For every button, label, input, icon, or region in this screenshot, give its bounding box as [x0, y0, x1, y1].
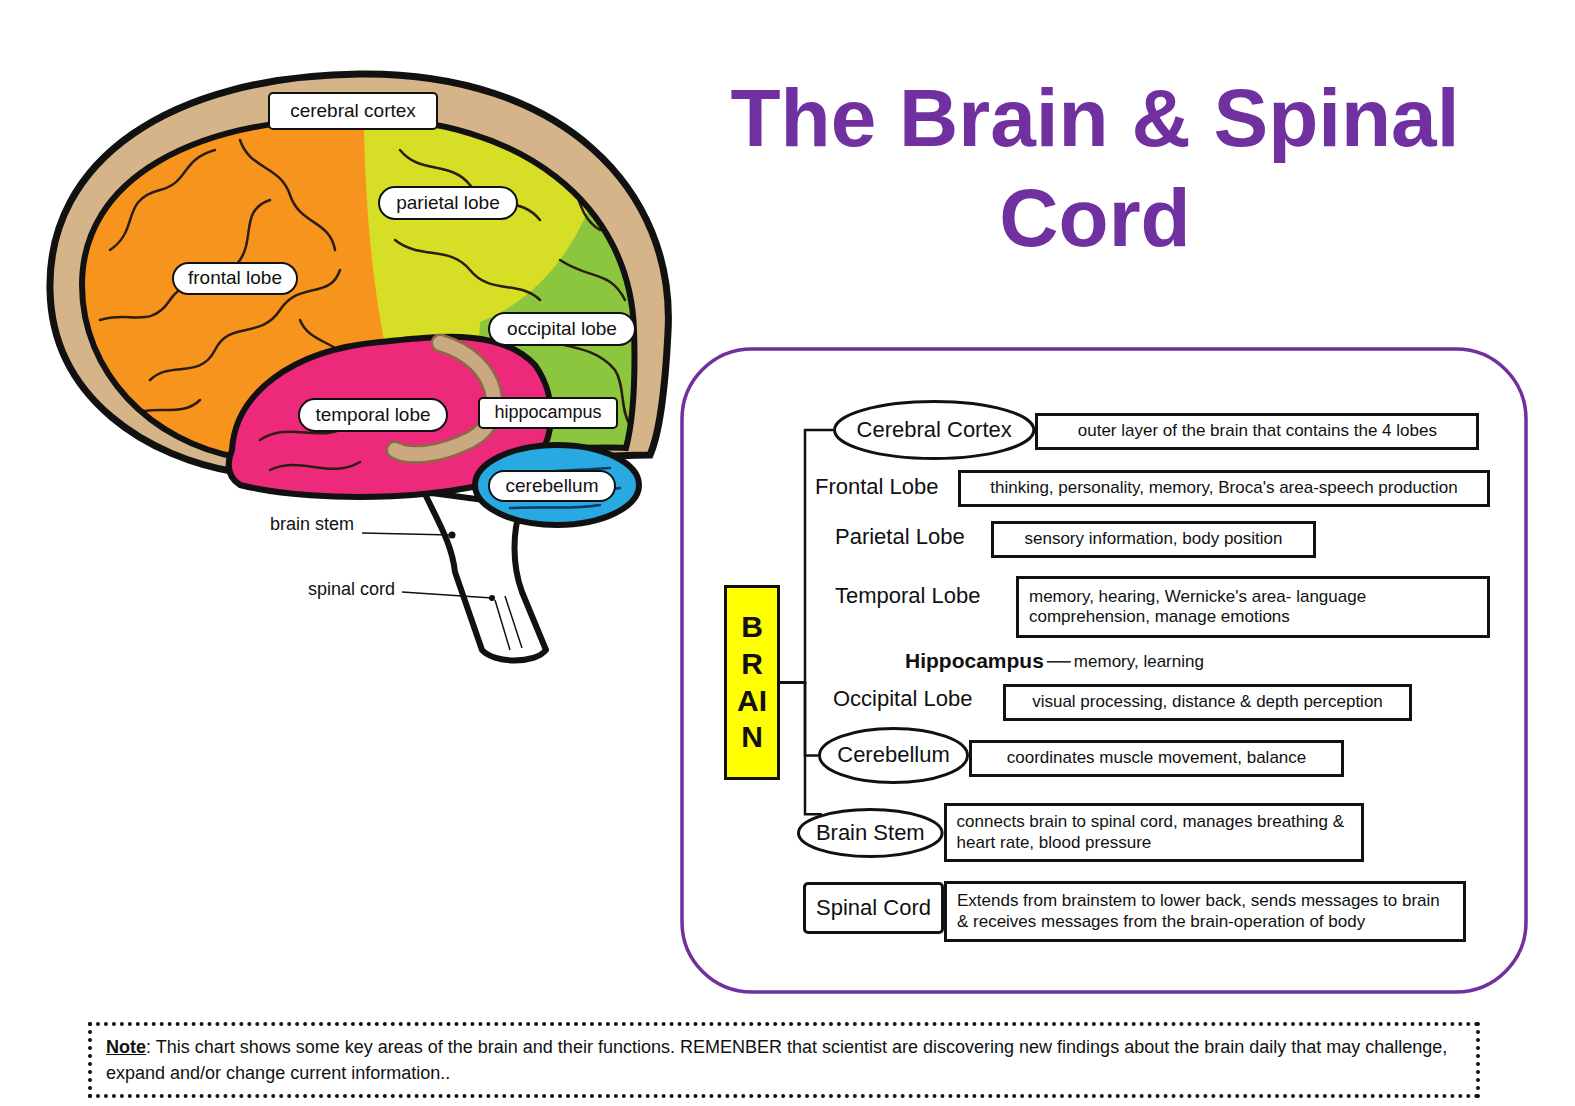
lobe-label: Occipital Lobe: [833, 686, 972, 712]
node-text: visual processing, distance & depth perc…: [1032, 692, 1383, 712]
region-label: cerebral cortex: [268, 92, 438, 130]
bracket-connector: [780, 683, 818, 756]
ellipse-shape: [799, 810, 943, 857]
brain-box: BRAIN: [724, 585, 780, 780]
node-text: sensory information, body position: [1025, 529, 1283, 549]
lobe-label: Temporal Lobe: [835, 583, 981, 609]
node-text: coordinates muscle movement, balance: [1007, 748, 1307, 768]
part-ellipse: Cerebral Cortex: [833, 400, 1035, 460]
vertical-title: BRAIN: [737, 609, 767, 755]
part-ellipse: Brain Stem: [797, 808, 944, 858]
lobe-label: Parietal Lobe: [835, 524, 965, 550]
bracket-connector: [780, 430, 833, 683]
region-label: hippocampus: [478, 397, 618, 429]
ellipse-shape: [835, 402, 1034, 459]
node-text: Brain Stem: [816, 820, 925, 846]
function-box: Extends from brainstem to lower back, se…: [944, 881, 1466, 942]
note-heading: Note: [106, 1037, 146, 1057]
part-ellipse: Cerebellum: [818, 727, 969, 784]
region-label: cerebellum: [488, 470, 616, 503]
ellipse-shape: [820, 729, 968, 783]
node-text: frontal lobe: [188, 267, 282, 290]
page-title: The Brain & Spinal Cord: [700, 68, 1490, 268]
region-label: occipital lobe: [488, 312, 636, 346]
lobes: [0, 0, 700, 520]
part-label: Hippocampus: [905, 648, 1044, 673]
node-text: cerebral cortex: [290, 100, 416, 123]
region-label: temporal lobe: [298, 398, 448, 432]
cerebellum-shape: [475, 445, 639, 525]
function-box: memory, hearing, Wernicke's area- langua…: [1016, 576, 1490, 638]
node-text: memory, hearing, Wernicke's area- langua…: [1029, 587, 1477, 628]
leader-dot: [449, 532, 456, 539]
node-text: occipital lobe: [507, 318, 617, 341]
leader-dot: [489, 595, 495, 601]
node-text: outer layer of the brain that contains t…: [1078, 421, 1437, 441]
node-text: temporal lobe: [315, 404, 430, 427]
node-text: connects brain to spinal cord, manages b…: [957, 812, 1351, 853]
part-label: spinal cord: [308, 579, 395, 601]
function-box: coordinates muscle movement, balance: [969, 740, 1344, 777]
function-box: connects brain to spinal cord, manages b…: [944, 803, 1364, 862]
dash-line: [1047, 661, 1071, 663]
region-label: frontal lobe: [172, 262, 298, 295]
node-text: Spinal Cord: [816, 895, 931, 921]
node-text: Extends from brainstem to lower back, se…: [957, 891, 1453, 932]
leader-line: [402, 592, 492, 598]
node-text: cerebellum: [506, 475, 599, 498]
node-text: Cerebral Cortex: [857, 417, 1012, 443]
leader-line: [362, 533, 452, 535]
function-box: thinking, personality, memory, Broca's a…: [958, 470, 1490, 507]
region-label: parietal lobe: [378, 186, 518, 220]
function-box: visual processing, distance & depth perc…: [1003, 684, 1412, 721]
part-label: brain stem: [270, 514, 354, 536]
note-box: Note: This chart shows some key areas of…: [88, 1022, 1480, 1098]
note-body: : This chart shows some key areas of the…: [106, 1037, 1447, 1083]
node-text: parietal lobe: [396, 192, 500, 215]
node-text: thinking, personality, memory, Broca's a…: [990, 478, 1458, 498]
part-box: Spinal Cord: [803, 882, 944, 934]
function-text: memory, learning: [1074, 652, 1204, 672]
node-text: hippocampus: [494, 402, 601, 424]
function-box: outer layer of the brain that contains t…: [1035, 413, 1479, 450]
bracket-connector: [780, 683, 822, 815]
lobe-label: Frontal Lobe: [815, 474, 939, 500]
function-box: sensory information, body position: [991, 521, 1316, 558]
note-text: Note: This chart shows some key areas of…: [106, 1034, 1462, 1086]
chart-panel: [682, 349, 1526, 992]
node-text: Cerebellum: [837, 742, 950, 768]
